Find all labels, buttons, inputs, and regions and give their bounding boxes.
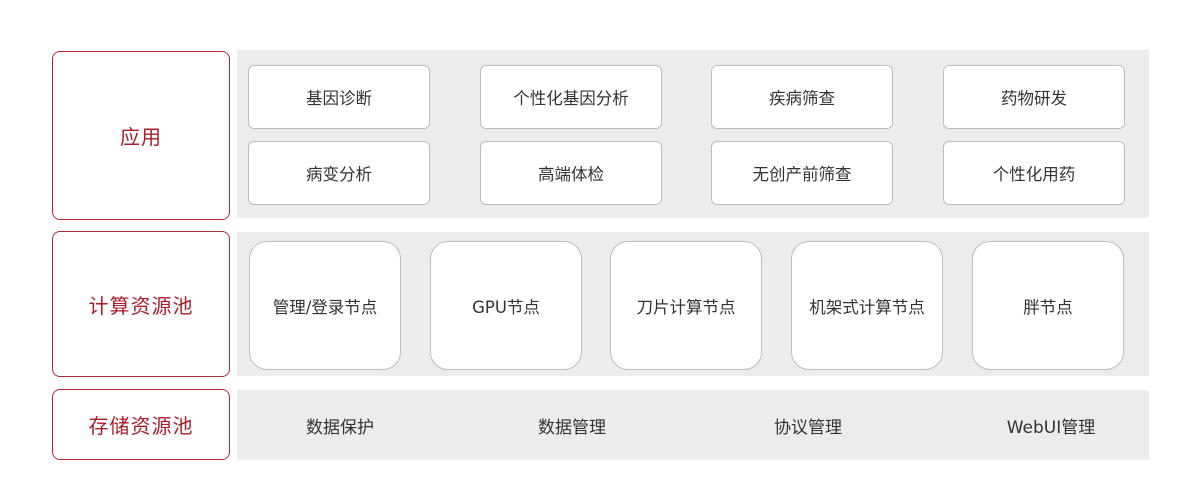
- storage-item-data-protection: 数据保护: [306, 417, 374, 438]
- storage-item-webui-management: WebUI管理: [1006, 417, 1096, 438]
- layer-label-application: 应用: [52, 51, 230, 220]
- layer-label-storage: 存储资源池: [52, 389, 230, 460]
- app-card-personalized-gene-analysis: 个性化基因分析: [480, 65, 662, 129]
- compute-panel: 管理/登录节点 GPU节点 刀片计算节点 机架式计算节点 胖节点: [237, 232, 1149, 376]
- storage-item-data-management: 数据管理: [538, 417, 606, 438]
- app-card-premium-checkup: 高端体检: [480, 141, 662, 205]
- node-card-blade-compute: 刀片计算节点: [610, 241, 762, 370]
- layer-label-compute: 计算资源池: [52, 231, 230, 377]
- application-panel: 基因诊断 个性化基因分析 疾病筛查 药物研发 病变分析 高端体检 无创产前筛查 …: [237, 50, 1149, 218]
- node-card-management-login: 管理/登录节点: [249, 241, 401, 370]
- storage-panel: 数据保护 数据管理 协议管理 WebUI管理: [237, 390, 1149, 460]
- storage-item-protocol-management: 协议管理: [774, 417, 842, 438]
- app-card-personalized-medication: 个性化用药: [943, 141, 1125, 205]
- app-card-lesion-analysis: 病变分析: [248, 141, 430, 205]
- app-card-disease-screening: 疾病筛查: [711, 65, 893, 129]
- app-card-gene-diagnosis: 基因诊断: [248, 65, 430, 129]
- node-card-rack-compute: 机架式计算节点: [791, 241, 943, 370]
- app-card-noninvasive-prenatal-screening: 无创产前筛查: [711, 141, 893, 205]
- node-card-fat-node: 胖节点: [972, 241, 1124, 370]
- node-card-gpu: GPU节点: [430, 241, 582, 370]
- app-card-drug-development: 药物研发: [943, 65, 1125, 129]
